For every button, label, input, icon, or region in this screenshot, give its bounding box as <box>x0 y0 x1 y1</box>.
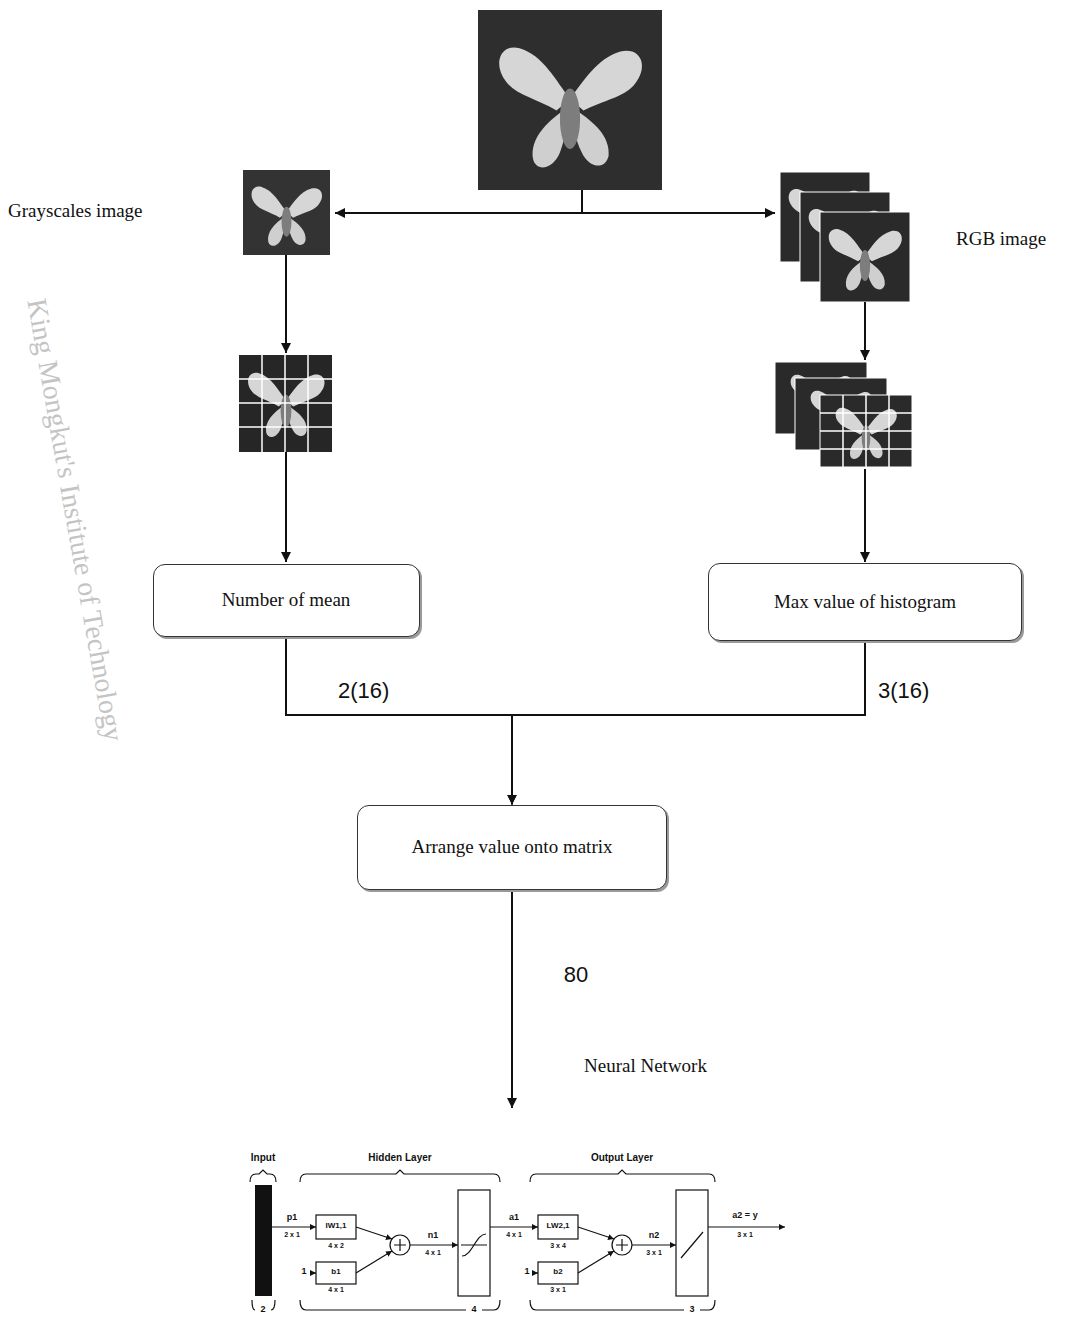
figure-label: 1 <box>524 1266 529 1276</box>
layer-title: Hidden Layer <box>368 1152 431 1164</box>
flow-connector <box>286 637 512 805</box>
vector-size: 80 <box>564 962 588 987</box>
flow-arrow <box>511 890 513 1108</box>
image-caption: RGB image <box>956 228 1046 250</box>
edge-label: 3(16) <box>878 678 929 703</box>
bias-box <box>538 1262 578 1284</box>
figure-label: 4 x 1 <box>425 1249 441 1257</box>
sum-node <box>390 1235 410 1255</box>
signal-wire <box>356 1251 392 1273</box>
brace <box>250 1170 276 1182</box>
box-label: Arrange value onto matrix <box>411 836 612 858</box>
signal-wire <box>632 1244 676 1245</box>
nn-figure <box>250 1170 785 1310</box>
transfer-box <box>676 1190 708 1296</box>
figure-label: p1 <box>287 1212 298 1222</box>
grayscale-butterfly <box>252 187 323 246</box>
figure-label: IW1,1 <box>326 1221 347 1230</box>
figure-label: b1 <box>331 1267 340 1276</box>
bias-box <box>316 1262 356 1284</box>
flow-arrow <box>285 452 287 562</box>
figure-label: 3 x 1 <box>646 1249 662 1257</box>
grid-line <box>820 430 912 432</box>
rgb-image <box>820 212 910 302</box>
grid-image <box>239 355 332 452</box>
stage-caption: Neural Network <box>584 1055 707 1077</box>
figure-label: a1 <box>509 1212 519 1222</box>
sigmoid-symbol <box>461 1234 487 1256</box>
brace <box>300 1300 500 1310</box>
figure-label: 4 x 1 <box>506 1231 522 1239</box>
signal-wire <box>708 1226 785 1227</box>
brace <box>530 1300 715 1310</box>
image-caption: Grayscales image <box>8 200 143 222</box>
figure-label: LW2,1 <box>546 1221 569 1230</box>
grid-line <box>820 412 912 414</box>
figure-label: 4 <box>471 1304 476 1314</box>
figure-label: 3 x 1 <box>737 1231 753 1239</box>
box-label: Max value of histogram <box>774 591 956 613</box>
figure-label: 3 x 4 <box>550 1242 566 1250</box>
grid-line <box>239 426 332 428</box>
figure-label: n1 <box>428 1230 439 1240</box>
edge-label: 2(16) <box>338 678 389 703</box>
input-bar <box>255 1185 272 1296</box>
signal-wire <box>356 1227 392 1239</box>
grid-lines <box>820 395 912 467</box>
weight-box <box>316 1215 356 1239</box>
transfer-box <box>458 1190 490 1296</box>
brace <box>300 1170 500 1182</box>
flow-arrow <box>864 302 866 360</box>
signal-wire <box>578 1251 614 1273</box>
process-box: Max value of histogram <box>708 563 1022 641</box>
linear-symbol <box>681 1232 703 1258</box>
figure-label: 4 x 1 <box>328 1286 344 1294</box>
grid-line <box>820 448 912 450</box>
rgb-butterfly <box>829 229 902 290</box>
figure-label: 3 <box>689 1304 694 1314</box>
figure-label: n2 <box>649 1230 660 1240</box>
flow-arrow <box>864 469 866 562</box>
signal-wire <box>310 1272 316 1273</box>
figure-label: a2 = y <box>732 1210 757 1220</box>
signal-wire <box>272 1226 316 1227</box>
layer-title: Output Layer <box>591 1152 653 1164</box>
brace <box>530 1170 715 1182</box>
signal-wire <box>578 1227 614 1239</box>
split-line <box>581 190 583 213</box>
photo-frame <box>478 10 662 190</box>
split-arrow <box>335 212 775 214</box>
grid-line <box>239 378 332 380</box>
rgb-grid-image <box>820 395 912 467</box>
signal-wire <box>532 1272 538 1273</box>
figure-label: 1 <box>301 1266 306 1276</box>
sum-node <box>612 1235 632 1255</box>
grid-line <box>239 402 332 404</box>
signal-wire <box>490 1226 538 1227</box>
photo-butterfly <box>499 48 642 168</box>
plus-sign <box>616 1239 628 1251</box>
grayscale-image <box>243 170 330 255</box>
figure-label: 4 x 2 <box>328 1242 344 1250</box>
grid-lines <box>239 355 332 452</box>
weight-box <box>538 1215 578 1239</box>
figure-label: 3 x 1 <box>550 1286 566 1294</box>
flow-arrow <box>285 255 287 353</box>
process-box: Arrange value onto matrix <box>357 805 667 890</box>
figure-label: 2 x 1 <box>284 1231 300 1239</box>
box-label: Number of mean <box>222 589 351 611</box>
figure-label: b2 <box>553 1267 562 1276</box>
process-box: Number of mean <box>153 564 420 637</box>
watermark: King Mongkut's Institute of Technology <box>20 296 130 744</box>
signal-wire <box>410 1244 458 1245</box>
figure-label: 2 <box>260 1304 265 1314</box>
plus-sign <box>394 1239 406 1251</box>
flow-connector <box>512 641 865 805</box>
layer-title: Input <box>251 1152 275 1164</box>
